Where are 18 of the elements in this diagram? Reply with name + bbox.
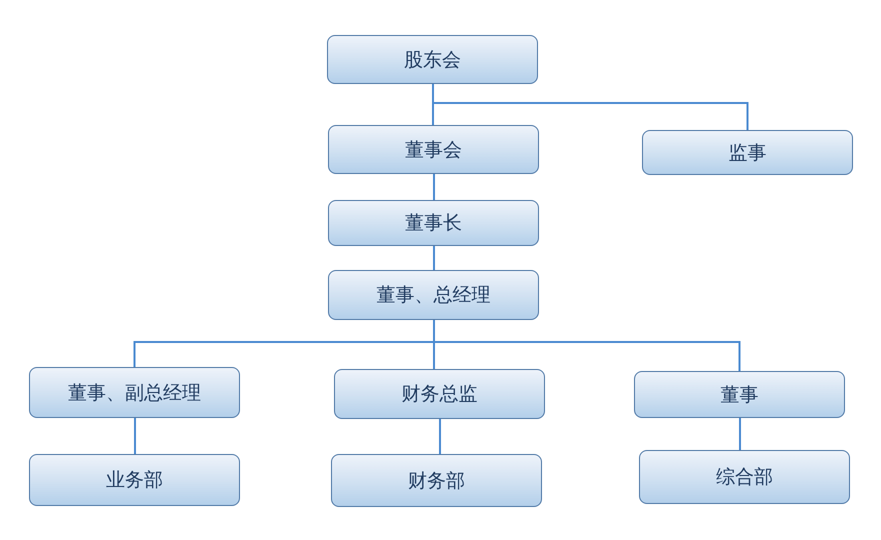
org-box: 董事、副总经理 xyxy=(29,367,240,418)
connector-line xyxy=(433,246,435,270)
connector-line xyxy=(433,174,435,200)
org-box: 董事长 xyxy=(328,200,539,246)
connector-line xyxy=(739,418,741,450)
org-box: 综合部 xyxy=(639,450,850,504)
org-box: 股东会 xyxy=(327,35,538,84)
connector-line xyxy=(134,418,136,454)
org-box: 董事 xyxy=(634,371,845,418)
org-box: 财务总监 xyxy=(334,369,545,419)
connector-line xyxy=(433,320,740,371)
connector-line xyxy=(439,419,441,454)
connector-line xyxy=(432,84,748,130)
org-box: 董事、总经理 xyxy=(328,270,539,320)
org-box: 业务部 xyxy=(29,454,240,506)
org-box: 监事 xyxy=(642,130,853,175)
org-box: 财务部 xyxy=(331,454,542,507)
org-box: 董事会 xyxy=(328,125,539,174)
